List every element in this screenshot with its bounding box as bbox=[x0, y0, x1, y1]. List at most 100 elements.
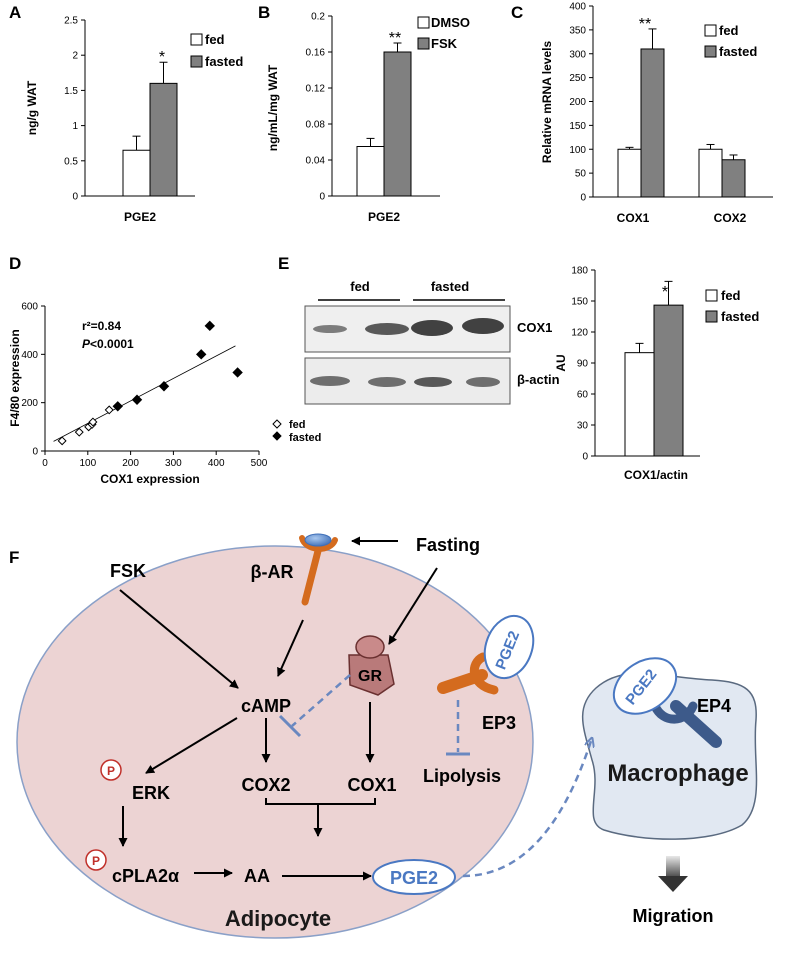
panel-a-bar-fed-0 bbox=[122, 149, 151, 197]
panel-a-ytick-label-3: 1.5 bbox=[64, 86, 78, 97]
panel-c-significance: ** bbox=[639, 16, 651, 33]
panel-c-legend-fed-swatch bbox=[704, 24, 717, 37]
panel-d-ytick-label-1: 200 bbox=[21, 398, 38, 409]
panel-e-bar-fed-0 bbox=[624, 352, 655, 457]
panel-b-xlabel: PGE2 bbox=[368, 210, 400, 224]
panel-b-bar-dmso-0 bbox=[356, 146, 385, 197]
panel-e-ytick-label-5: 150 bbox=[571, 297, 588, 308]
arrow-fsk-camp bbox=[119, 589, 239, 689]
arrow-beta-ar-camp bbox=[277, 619, 304, 677]
gr-receptor-body bbox=[348, 654, 395, 696]
beta-ar-receptor-stem bbox=[301, 547, 322, 606]
panel-d-xtick-label-4: 400 bbox=[208, 458, 225, 469]
migration-label: Migration bbox=[633, 906, 714, 926]
panel-d-point-fed-5 bbox=[104, 405, 114, 415]
panel-a-ytick-label-0: 0 bbox=[72, 192, 78, 203]
panel-c-ylabel: Relative mRNA levels bbox=[540, 41, 554, 164]
phospho-cpla2a-icon bbox=[85, 849, 107, 871]
panel-c-bar-fed-0 bbox=[617, 148, 642, 198]
panel-e-legend-fasted-swatch bbox=[705, 310, 718, 323]
arrow-cox-merge-pge2 bbox=[265, 798, 376, 836]
cox2-label: COX2 bbox=[241, 775, 290, 795]
panel-d-ytick-label-3: 600 bbox=[21, 302, 38, 313]
blot-actin-band-3 bbox=[414, 377, 452, 387]
panel-a-xlabel: PGE2 bbox=[124, 210, 156, 224]
panel-d-xtick-label-0: 0 bbox=[42, 458, 48, 469]
blot-actin-band-2 bbox=[368, 377, 406, 387]
panel-d-legend-fed-marker bbox=[272, 419, 282, 429]
ep3-label: EP3 bbox=[482, 713, 516, 733]
panel-d-legend-fasted: fasted bbox=[289, 432, 321, 444]
blot-group-fed: fed bbox=[350, 279, 370, 294]
panel-c-legend-fed: fed bbox=[719, 23, 739, 38]
panel-d-point-fasted-3 bbox=[196, 349, 207, 360]
panel-d-point-fasted-1 bbox=[131, 394, 143, 405]
panel-d-ytick-label-0: 0 bbox=[32, 447, 38, 458]
panel-c-bar-fed-1 bbox=[698, 148, 723, 198]
inhibit-gr-cox2 bbox=[291, 674, 351, 727]
adipocyte-label: Adipocyte bbox=[225, 906, 331, 931]
panel-a-legend-fed-swatch bbox=[190, 33, 203, 46]
panel-c-bar-fasted-0 bbox=[640, 48, 665, 198]
blot-actin-band-4 bbox=[466, 377, 500, 387]
phospho-erk-label: P bbox=[107, 764, 115, 778]
panel-d-r2: r²=0.84 bbox=[82, 319, 121, 333]
arrow-fasting-gr bbox=[388, 567, 438, 645]
ep4-receptor-stem bbox=[670, 700, 722, 748]
panel-c-ytick-label-1: 50 bbox=[575, 169, 587, 180]
blot-actin-band-1 bbox=[310, 376, 350, 386]
panel-b-ylabel: ng/mL/mg WAT bbox=[266, 64, 280, 151]
panel-a-legend-fed: fed bbox=[205, 32, 225, 47]
ep4-receptor-cup bbox=[650, 701, 698, 724]
blot-cox1-band-1 bbox=[313, 325, 347, 333]
panel-a-bar-fasted-0 bbox=[149, 82, 178, 197]
panel-d-legend-fasted-marker bbox=[272, 431, 282, 441]
panel-d-point-fed-1 bbox=[74, 427, 84, 437]
ep4-receptor: PGE2 bbox=[612, 657, 722, 748]
gr-receptor: GR bbox=[348, 635, 395, 696]
panel-d-xlabel: COX1 expression bbox=[100, 472, 199, 486]
arrow-camp-erk bbox=[145, 717, 238, 774]
panel-a-ytick-label-1: 0.5 bbox=[64, 156, 78, 167]
panel-c-ytick-label-8: 400 bbox=[569, 2, 586, 13]
ep3-receptor-cup bbox=[469, 652, 499, 695]
lipolysis-label: Lipolysis bbox=[423, 766, 501, 786]
panel-e-legend-fed-swatch bbox=[705, 289, 718, 302]
gr-receptor-top bbox=[355, 635, 385, 659]
panel-d-p-value: <0.0001 bbox=[90, 337, 134, 351]
panel-c-legend-fasted-swatch bbox=[704, 45, 717, 58]
ep3-pge2-ligand bbox=[483, 614, 535, 680]
panel-e-ytick-label-0: 0 bbox=[582, 452, 588, 463]
aa-label: AA bbox=[244, 866, 270, 886]
panel-a-letter: A bbox=[9, 3, 22, 22]
panel-d-point-fasted-4 bbox=[204, 320, 215, 332]
panel-c-ytick-label-7: 350 bbox=[569, 25, 586, 36]
panel-d-xtick-label-3: 300 bbox=[165, 458, 182, 469]
panel-f-letter: F bbox=[9, 548, 20, 567]
panel-b-ytick-label-2: 0.08 bbox=[306, 120, 326, 131]
panel-d-point-fasted-2 bbox=[158, 381, 170, 392]
panel-e-xlabel: COX1/actin bbox=[624, 468, 688, 482]
panel-c-ytick-label-4: 200 bbox=[569, 97, 586, 108]
panel-b-ytick-label-5: 0.2 bbox=[311, 12, 325, 23]
panel-d-xtick-label-1: 100 bbox=[79, 458, 96, 469]
panel-c-ytick-label-2: 100 bbox=[569, 145, 586, 156]
panel-d-legend-fed: fed bbox=[289, 419, 306, 431]
blot-cox1-band-3 bbox=[411, 320, 453, 336]
panel-b-letter: B bbox=[258, 3, 271, 22]
blot-label-cox1: COX1 bbox=[517, 320, 552, 335]
fasting-label: Fasting bbox=[416, 535, 480, 555]
panel-d-pvalue: P<0.0001 bbox=[82, 337, 134, 351]
panel-e-ytick-label-1: 30 bbox=[577, 421, 589, 432]
panel-e-ytick-label-2: 60 bbox=[577, 390, 589, 401]
panel-d-p-symbol: P bbox=[82, 337, 91, 351]
panel-c-ytick-label-6: 300 bbox=[569, 49, 586, 60]
panel-b-bar-fsk-0 bbox=[383, 51, 412, 197]
panel-c-ytick-label-5: 250 bbox=[569, 73, 586, 84]
ep3-receptor: PGE2 bbox=[437, 614, 535, 695]
panel-d-letter: D bbox=[9, 254, 22, 273]
panel-e-legend-fed: fed bbox=[721, 288, 741, 303]
